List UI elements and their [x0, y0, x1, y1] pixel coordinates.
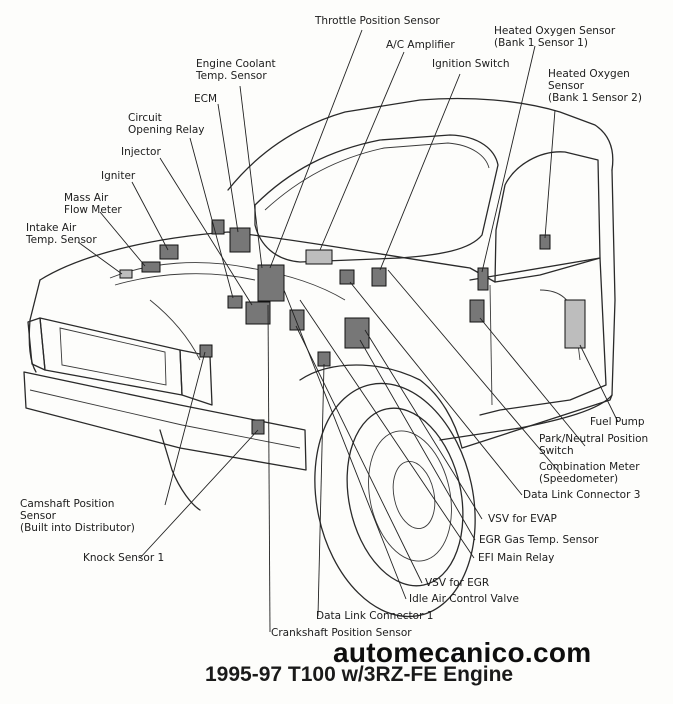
label-fuel-pump: Fuel Pump	[590, 416, 645, 428]
ac-amplifier-part	[305, 249, 333, 265]
igniter-part	[159, 244, 179, 260]
circuit-opening-relay-part	[227, 295, 243, 309]
components	[119, 219, 586, 435]
knock-sensor-part	[251, 419, 265, 435]
egr-part	[344, 317, 370, 349]
throttle-body-part	[257, 264, 285, 302]
label-vsv-for-evap: VSV for EVAP	[488, 513, 557, 525]
label-idle-air-control-valve: Idle Air Control Valve	[409, 593, 519, 605]
label-crankshaft-position-sensor: Crankshaft Position Sensor	[271, 627, 412, 639]
label-injector: Injector	[121, 146, 161, 158]
oxygen-b1s1-part	[477, 267, 489, 291]
label-camshaft-position-sensor: Camshaft Position Sensor (Built into Dis…	[20, 498, 135, 534]
label-park-neutral-position-switch: Park/Neutral Position Switch	[539, 433, 649, 457]
label-ac-amplifier: A/C Amplifier	[386, 39, 455, 51]
label-heated-oxygen-sensor-b1s1: Heated Oxygen Sensor (Bank 1 Sensor 1)	[494, 25, 616, 49]
label-intake-air-temp-sensor: Intake Air Temp. Sensor	[26, 222, 97, 246]
label-throttle-position-sensor: Throttle Position Sensor	[315, 15, 440, 27]
data-link-1-part	[317, 351, 331, 367]
ignition-switch-part	[371, 267, 387, 287]
label-data-link-connector-3: Data Link Connector 3	[523, 489, 641, 501]
injector-part	[245, 301, 271, 325]
label-egr-gas-temp-sensor: EGR Gas Temp. Sensor	[479, 534, 599, 546]
label-mass-air-flow-meter: Mass Air Flow Meter	[64, 192, 122, 216]
vsv-egr-part	[289, 309, 305, 331]
ecm-part	[229, 227, 251, 253]
label-combination-meter: Combination Meter (Speedometer)	[539, 461, 640, 485]
label-heated-oxygen-sensor-b1s2: Heated Oxygen Sensor (Bank 1 Sensor 2)	[548, 68, 642, 104]
label-ignition-switch: Ignition Switch	[432, 58, 510, 70]
diagram-caption: 1995-97 T100 w/3RZ-FE Engine	[205, 663, 514, 686]
label-engine-coolant-temp-sensor: Engine Coolant Temp. Sensor	[196, 58, 276, 82]
truck-body	[23, 97, 616, 618]
label-efi-main-relay: EFI Main Relay	[478, 552, 555, 564]
label-data-link-connector-1: Data Link Connector 1	[316, 610, 434, 622]
camshaft-part	[199, 344, 213, 358]
label-circuit-opening-relay: Circuit Opening Relay	[128, 112, 205, 136]
efi-relay-part	[339, 269, 355, 285]
label-ecm: ECM	[194, 93, 218, 105]
label-knock-sensor-1: Knock Sensor 1	[83, 552, 165, 564]
intake-air-temp-part	[119, 269, 133, 279]
mass-air-flow-meter-part	[141, 261, 161, 273]
leader-lines	[77, 29, 619, 633]
fuel-pump-part	[564, 299, 586, 349]
label-vsv-for-egr: VSV for EGR	[425, 577, 490, 589]
park-neutral-part	[469, 299, 485, 323]
site-watermark: automecanico.com	[333, 637, 592, 668]
label-igniter: Igniter	[101, 170, 136, 182]
